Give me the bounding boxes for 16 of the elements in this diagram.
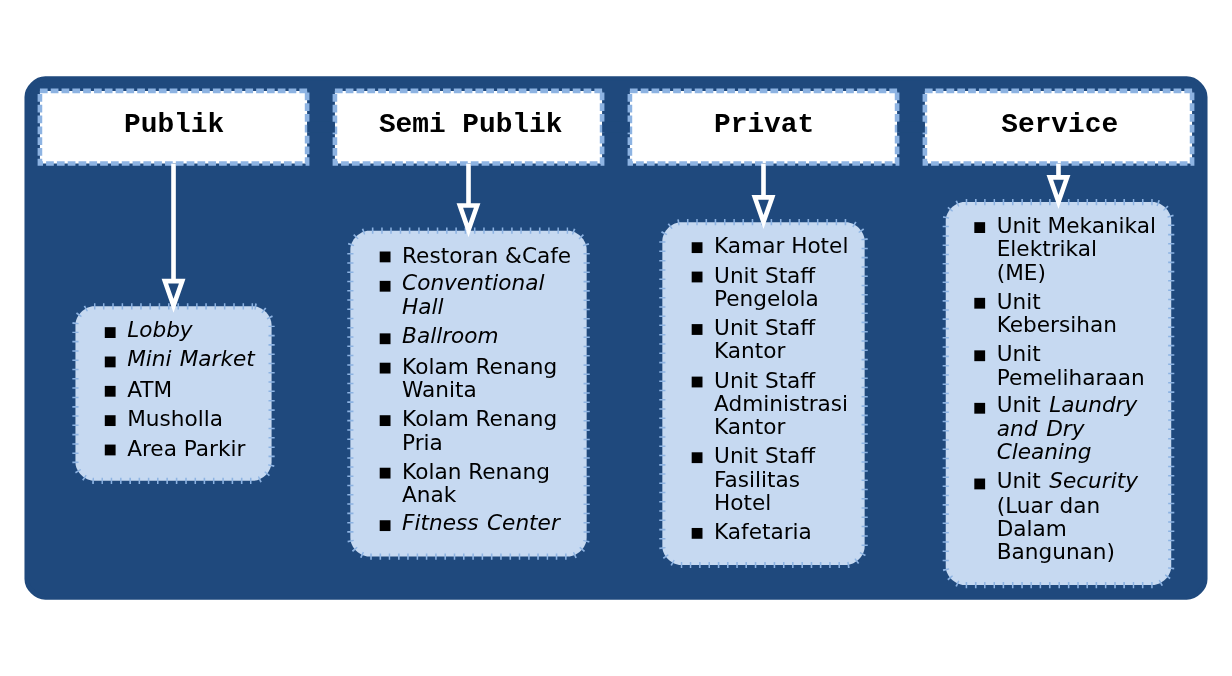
node-box: Restoran &Cafe Conventional Hall Ballroom Kolam Renang Wanita Kolam Renang Pria Kolan Renang Anak Fitness Center bbox=[347, 227, 590, 560]
node-box: Lobby Mini Market ATM Musholla Area Parkir bbox=[72, 303, 275, 484]
node-box: Service bbox=[922, 88, 1195, 166]
node-box: Semi Publik bbox=[332, 88, 605, 166]
node-box: Privat bbox=[627, 88, 900, 166]
arrow bbox=[1046, 163, 1071, 210]
connector bbox=[307, 121, 335, 133]
cluster bbox=[24, 76, 1208, 600]
connector bbox=[897, 121, 925, 133]
node-box: Kamar Hotel Unit Staff Pengelola Unit Staff Kantor Unit Staff Administrasi Kantor Unit Staff Fasilitas Hotel Kafetaria bbox=[659, 219, 868, 569]
arrow bbox=[161, 163, 186, 313]
connector bbox=[602, 121, 630, 133]
arrow bbox=[456, 163, 481, 238]
node-box: Unit Mekanikal Elektrikal (ME) Unit Kebersihan Unit Pemeliharaan Unit Laundry and Dry Cleaning Unit Security (Luar dan Dalam Bangunan) bbox=[942, 199, 1175, 589]
node-box: Publik bbox=[37, 88, 310, 166]
arrow bbox=[751, 163, 776, 230]
